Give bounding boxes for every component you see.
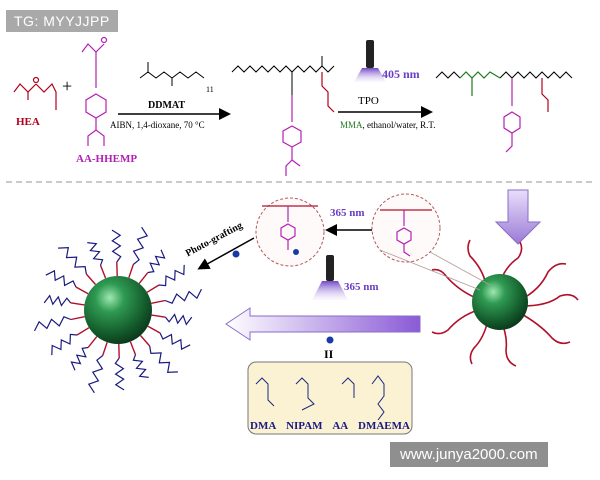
tpo-label: TPO	[358, 95, 379, 107]
light-365-bottom: 365 nm	[344, 281, 379, 293]
polymer-chain	[146, 284, 160, 293]
aa-hhemp-structure	[81, 36, 108, 146]
hea-label: HEA	[16, 116, 40, 128]
monomer-dma: DMA	[250, 420, 277, 432]
grafting-arrow	[197, 237, 255, 270]
initiator-particle	[431, 239, 579, 367]
polymer-chain	[75, 286, 89, 295]
mma-block	[459, 71, 501, 96]
grafted-brush	[51, 333, 78, 356]
grafted-brush	[149, 345, 178, 374]
block-copolymer-chain	[435, 71, 573, 79]
polymer-chain	[70, 302, 85, 306]
ddmat-structure	[139, 62, 205, 86]
grafted-brush	[58, 246, 87, 275]
monomer-nipam: NIPAM	[286, 420, 323, 432]
polymer-chain	[99, 265, 107, 279]
equals-mark: II	[324, 347, 334, 361]
torch-405	[366, 40, 374, 68]
plus-sign: +	[62, 76, 72, 96]
grafted-brush	[165, 313, 193, 326]
hea-pendant	[321, 72, 335, 113]
grafted-brush	[87, 242, 104, 266]
aa-hhemp-label: AA-HHEMP	[76, 153, 137, 165]
polymer-chain	[70, 316, 85, 321]
step2-conditions-line: MMA, ethanol/water, R.T.	[340, 120, 435, 130]
beam-365	[312, 281, 348, 300]
monomer-dmaema: DMAEMA	[358, 420, 410, 432]
grafted-brush	[43, 294, 71, 307]
monomer-box	[247, 361, 413, 435]
ddmat-subscript: 11	[206, 85, 214, 94]
polymer-chain	[85, 273, 97, 285]
torch-365	[326, 255, 334, 281]
initiator-sphere	[472, 274, 528, 330]
grafted-brush	[164, 288, 203, 304]
grafted-brush	[114, 357, 125, 391]
polymer-chain	[151, 299, 166, 304]
ddmat-label: DDMAT	[148, 100, 185, 111]
hea-structure	[13, 76, 57, 110]
block-pendants	[503, 78, 521, 153]
grafted-particle	[33, 226, 203, 394]
grafted-brush	[111, 229, 122, 263]
connector-dot	[326, 336, 334, 344]
monomer-aa: AA	[332, 420, 349, 432]
grafted-brush	[45, 269, 77, 288]
grafted-brush	[87, 355, 104, 394]
monomer-dot	[232, 250, 240, 258]
step1-conditions: AIBN, 1,4-dioxane, 70 °C	[110, 120, 205, 130]
zoom-guide-1	[379, 249, 481, 291]
macro-raft-chain	[231, 56, 335, 95]
grafted-brush	[159, 332, 191, 351]
zoom-left-content	[262, 205, 318, 255]
grafted-brush	[33, 316, 72, 332]
polymer-chain	[76, 327, 90, 336]
step2-solvent: , ethanol/water, R.T.	[363, 120, 436, 130]
polymer-chain	[128, 264, 134, 279]
mma-label: MMA	[340, 120, 363, 130]
light-365-top: 365 nm	[330, 207, 365, 219]
polymer-chain	[102, 341, 108, 356]
macro-raft-pendant	[282, 95, 302, 176]
polymer-chain	[138, 272, 149, 284]
down-arrow	[494, 189, 542, 245]
polymer-chain	[129, 341, 137, 355]
polymer-chain	[139, 335, 151, 347]
monomer-labels: DMA NIPAM AA DMAEMA	[250, 420, 410, 432]
grafted-brush	[132, 354, 149, 378]
zoom-guide-2	[429, 251, 491, 286]
grafted-brush	[147, 249, 166, 274]
polymer-chain	[147, 325, 161, 334]
monomer-structures	[255, 375, 385, 421]
grafted-brush	[132, 226, 149, 265]
beam-405	[354, 68, 386, 82]
watermark-top-left: TG: MYYJJPP	[6, 10, 118, 32]
watermark-bottom-right: www.junya2000.com	[390, 442, 548, 467]
grafted-brush	[158, 264, 185, 287]
zoom-circle-left	[255, 197, 325, 267]
grafted-brush	[70, 346, 89, 371]
grafted-sphere	[84, 276, 152, 344]
big-left-arrow	[225, 307, 421, 341]
light-405: 405 nm	[382, 67, 420, 81]
polymer-chain	[87, 336, 98, 348]
polymer-chain	[151, 314, 166, 318]
block-hea-pendant	[541, 78, 549, 112]
zoom-circle-right	[371, 193, 441, 263]
zoom-right-content	[380, 209, 432, 257]
